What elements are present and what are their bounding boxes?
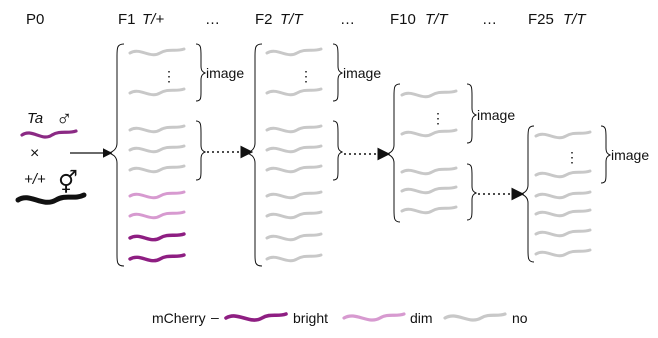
genotype-label-f10: T/T [425,11,449,28]
legend-dim-worm-icon [342,312,406,322]
f1-population: image ⋮ [107,43,254,267]
f25-image-brace [600,125,612,184]
f25-main-brace [519,125,535,263]
worm-icon [128,210,186,220]
worm-icon [534,208,592,218]
worm-icon [265,47,323,57]
f1-image-brace [195,43,207,102]
f2-vertical-dots: ⋮ [299,68,313,84]
f2-selected-brace [332,120,344,181]
worm-icon [128,164,186,174]
worm-icon [400,205,458,215]
worm-icon [534,190,592,200]
cross-times: × [30,145,39,162]
ellipsis-3: … [482,11,497,28]
legend-no-worm-icon [443,312,507,322]
worm-icon [128,232,186,242]
f10-worms [400,89,458,215]
f1-worms [128,47,186,263]
worm-icon [128,253,186,263]
f25-worms [534,130,592,258]
f2-main-brace [245,43,263,267]
legend-title: mCherry [152,310,206,326]
worm-icon [265,164,323,174]
worm-icon [400,128,458,138]
legend-label-dim: dim [410,310,433,326]
f2-population: image ⋮ [245,43,391,267]
f10-population: image ⋮ [385,83,525,223]
worm-icon [265,232,323,242]
f2-image-label: image [343,65,381,81]
legend-label-bright: bright [293,310,328,326]
herm-genotype: +/+ [24,171,46,188]
f10-vertical-dots: ⋮ [431,110,445,126]
generation-header: P0 F1 T/+ … F2 T/T … F10 T/T … F25 T/T [26,11,587,28]
legend-bright-worm-icon [224,312,288,322]
hermaphrodite-symbol-icon: ⚥ [58,169,78,195]
hermaphrodite-worm-icon [15,192,87,205]
male-genotype: Ta [27,110,43,127]
f10-selected-brace [466,163,478,221]
f1-selected-brace [195,120,207,181]
worm-icon [534,169,592,179]
ellipsis-2: … [340,11,355,28]
f10-main-brace [385,83,401,223]
worm-icon [128,124,186,134]
worm-icon [265,210,323,220]
generation-label-f10: F10 [390,11,416,28]
generation-label-p0: P0 [26,11,44,28]
f25-vertical-dots: ⋮ [565,149,579,165]
worm-icon [534,130,592,140]
genotype-label-f2: T/T [280,11,304,28]
male-worm-icon [20,129,78,139]
worm-icon [265,190,323,200]
worm-icon [265,87,323,97]
f25-image-label: image [611,147,649,163]
f10-image-label: image [477,107,515,123]
worm-icon [400,166,458,176]
worm-icon [265,144,323,154]
worm-icon [400,89,458,99]
f10-image-brace [466,83,478,144]
worm-icon [400,185,458,195]
worm-icon [128,144,186,154]
generation-label-f1: F1 [118,11,136,28]
genotype-label-f1: T/+ [142,11,164,28]
generation-label-f2: F2 [255,11,273,28]
f2-worms [265,47,323,263]
generation-label-f25: F25 [528,11,554,28]
f2-image-brace [332,43,344,102]
worm-icon [265,124,323,134]
worm-icon [128,87,186,97]
legend: mCherry – bright dim no [152,309,528,326]
worm-icon [534,248,592,258]
p0-cross: Ta ♂ × +/+ ⚥ [15,106,113,205]
f25-population: image ⋮ [519,125,649,263]
f1-vertical-dots: ⋮ [162,68,176,84]
worm-icon [128,47,186,57]
worm-icon [534,228,592,238]
genotype-label-f25: T/T [563,11,587,28]
male-symbol-icon: ♂ [56,106,73,131]
ellipsis-1: … [205,11,220,28]
legend-label-no: no [512,310,528,326]
worm-icon [265,253,323,263]
f1-main-brace [107,43,125,267]
f1-image-label: image [206,65,244,81]
worm-icon [128,190,186,200]
legend-dash: – [211,309,219,325]
